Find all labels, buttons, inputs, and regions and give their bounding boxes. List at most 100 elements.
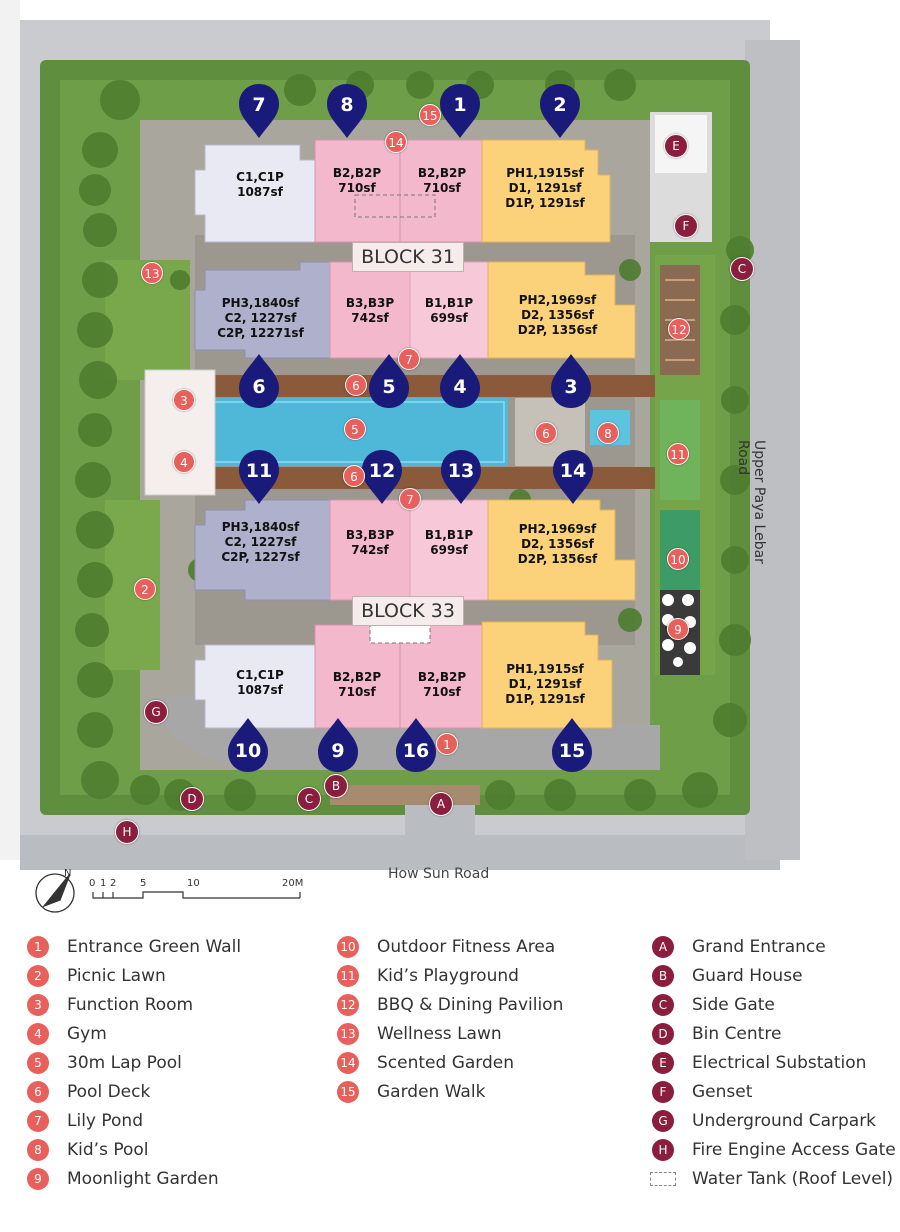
scale-tick-label: 10	[187, 878, 200, 889]
facility-marker: 4	[173, 451, 195, 473]
scale-tick-label: 0	[89, 878, 96, 889]
water-tank-icon	[650, 1172, 676, 1186]
letter-marker: E	[664, 134, 688, 158]
scale-tick-label: 5	[140, 878, 147, 889]
legend-key: 15	[337, 1081, 359, 1103]
facility-marker: 1	[436, 733, 458, 755]
legend-key: D	[652, 1023, 674, 1045]
legend-label: Wellness Lawn	[377, 1024, 502, 1044]
view-marker: 4	[438, 352, 482, 410]
legend-key: E	[652, 1052, 674, 1074]
legend-label: Side Gate	[692, 995, 775, 1015]
legend-label: Kid’s Playground	[377, 966, 519, 986]
view-marker: 15	[550, 716, 594, 774]
view-marker: 2	[538, 82, 582, 140]
legend-key: 10	[337, 936, 359, 958]
facility-marker: 13	[141, 262, 163, 284]
letter-marker: D	[180, 787, 204, 811]
legend-key: C	[652, 994, 674, 1016]
view-marker: 14	[551, 448, 595, 506]
legend-label: Outdoor Fitness Area	[377, 937, 556, 957]
legend-key: 1	[27, 936, 49, 958]
letter-marker: H	[115, 820, 139, 844]
legend-key: 6	[27, 1081, 49, 1103]
view-marker: 3	[549, 352, 593, 410]
legend-label: Picnic Lawn	[67, 966, 166, 986]
block-31-label: BLOCK 31	[352, 242, 464, 272]
view-marker: 11	[237, 448, 281, 506]
map-background	[0, 0, 800, 920]
legend-label: Grand Entrance	[692, 937, 826, 957]
view-marker: 13	[439, 448, 483, 506]
letter-marker: A	[429, 792, 453, 816]
view-marker: 6	[237, 352, 281, 410]
legend-label: Kid’s Pool	[67, 1140, 149, 1160]
letter-marker: G	[144, 700, 168, 724]
legend-key: A	[652, 936, 674, 958]
legend-label: Pool Deck	[67, 1082, 151, 1102]
letter-marker: B	[324, 774, 348, 798]
legend-label: Entrance Green Wall	[67, 937, 242, 957]
facility-marker: 10	[667, 548, 689, 570]
facility-marker: 6	[345, 374, 367, 396]
letter-marker: C	[297, 787, 321, 811]
legend-label: Bin Centre	[692, 1024, 782, 1044]
facility-marker: 7	[399, 488, 421, 510]
scale-tick-label: 2	[110, 878, 117, 889]
view-marker: 5	[367, 352, 411, 410]
legend-key: B	[652, 965, 674, 987]
facility-marker: 9	[667, 618, 689, 640]
road-label-bottom: How Sun Road	[388, 866, 490, 882]
legend-label: Lily Pond	[67, 1111, 143, 1131]
view-marker: 7	[237, 82, 281, 140]
legend-key: 7	[27, 1110, 49, 1132]
scale-tick-label: 20M	[282, 878, 304, 889]
facility-marker: 6	[343, 465, 365, 487]
view-marker: 1	[438, 82, 482, 140]
facility-marker: 6	[535, 422, 557, 444]
legend-key: 8	[27, 1139, 49, 1161]
view-marker: 10	[226, 716, 270, 774]
block-33-label: BLOCK 33	[352, 596, 464, 626]
view-marker: 12	[360, 448, 404, 506]
facility-marker: 5	[344, 418, 366, 440]
legend-label: Guard House	[692, 966, 803, 986]
legend-key: 9	[27, 1168, 49, 1190]
facility-marker: 3	[173, 389, 195, 411]
legend-label: Moonlight Garden	[67, 1169, 219, 1189]
view-marker: 9	[316, 716, 360, 774]
scale-tick-label: 1	[100, 878, 107, 889]
legend-label: Fire Engine Access Gate	[692, 1140, 896, 1160]
legend-label: Genset	[692, 1082, 753, 1102]
legend-key: 11	[337, 965, 359, 987]
legend-key: 5	[27, 1052, 49, 1074]
facility-marker: 2	[134, 578, 156, 600]
facility-marker: 12	[668, 318, 690, 340]
legend-label: Water Tank (Roof Level)	[692, 1169, 894, 1189]
legend-key: 12	[337, 994, 359, 1016]
letter-marker: F	[674, 214, 698, 238]
compass-north-label: N	[64, 868, 72, 879]
legend-key: 13	[337, 1023, 359, 1045]
view-marker: 16	[394, 716, 438, 774]
facility-marker: 7	[398, 348, 420, 370]
view-marker: 8	[325, 82, 369, 140]
legend-key: 14	[337, 1052, 359, 1074]
facility-marker: 15	[419, 104, 441, 126]
legend-key: F	[652, 1081, 674, 1103]
facility-marker: 11	[667, 443, 689, 465]
legend-key: G	[652, 1110, 674, 1132]
legend-key: 3	[27, 994, 49, 1016]
facility-marker: 14	[385, 131, 407, 153]
